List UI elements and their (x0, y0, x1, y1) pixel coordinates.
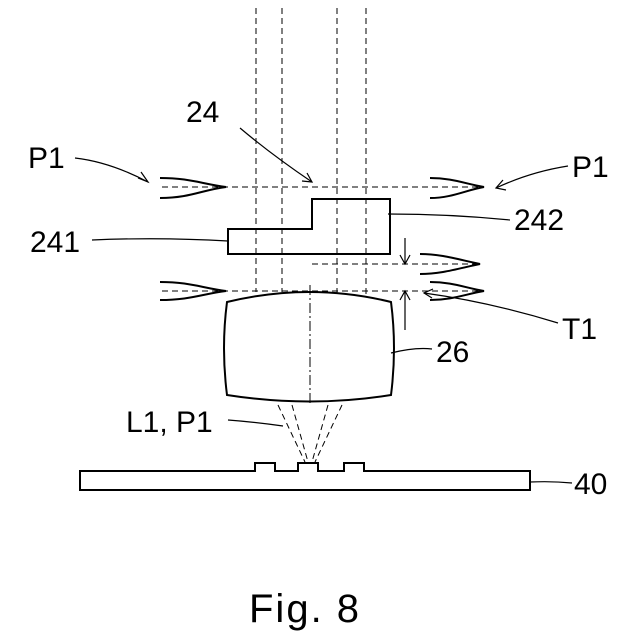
label-242: 242 (514, 204, 564, 237)
label-24: 24 (186, 96, 219, 129)
label-l1-p1: L1, P1 (126, 406, 213, 439)
substrate-40 (80, 463, 530, 490)
dimension-t1 (400, 238, 410, 330)
figure-caption: Fig. 8 (249, 587, 361, 631)
focal-planes (162, 187, 480, 291)
objective-lens-26 (224, 292, 394, 402)
converging-rays (278, 405, 342, 462)
phase-element-24 (228, 199, 390, 254)
label-p1-left: P1 (28, 142, 65, 175)
intensity-profiles (160, 178, 484, 300)
label-26: 26 (436, 336, 469, 369)
label-40: 40 (574, 468, 607, 501)
label-241: 241 (30, 226, 80, 259)
label-p1-right: P1 (572, 151, 609, 184)
label-t1: T1 (562, 313, 597, 346)
beam-lines (256, 8, 366, 296)
